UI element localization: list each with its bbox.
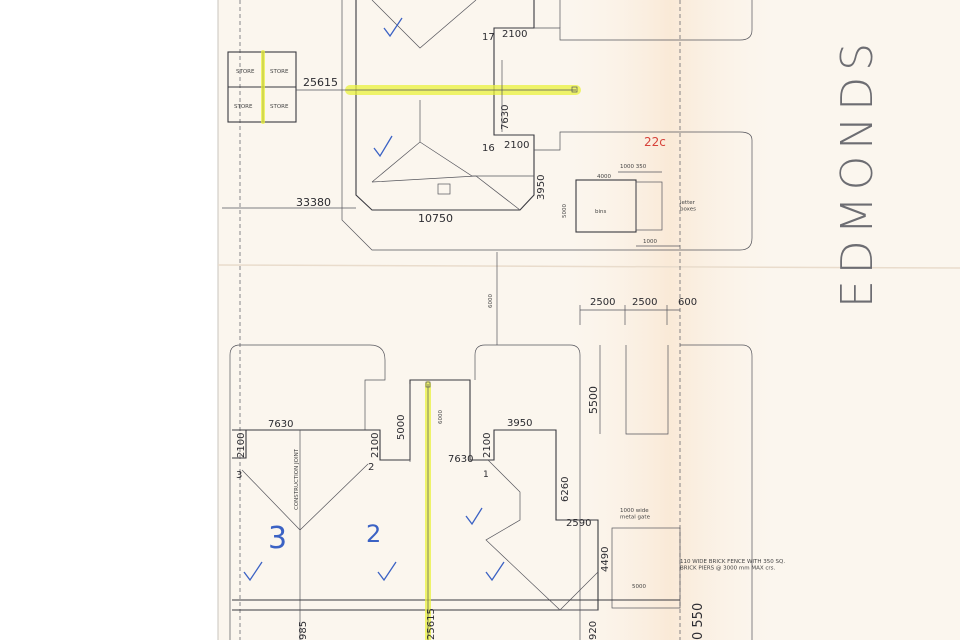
check-mark bbox=[465, 507, 483, 526]
construction-joint-label: CONSTRUCTION JOINT bbox=[294, 448, 300, 510]
blue-pen-annotations: 3 2 bbox=[243, 17, 505, 582]
dim-1000-350: 1000 350 bbox=[620, 164, 647, 170]
dim-2500-b: 2500 bbox=[632, 297, 657, 308]
dim-5000-right: 5000 bbox=[632, 584, 646, 590]
dim-0-550: 0 550 bbox=[691, 603, 706, 640]
paper-stain bbox=[560, 0, 780, 640]
dim-7630-left: 7630 bbox=[268, 419, 293, 430]
dim-7630-upper: 7630 bbox=[500, 105, 511, 130]
dim-2590: 2590 bbox=[566, 518, 591, 529]
dim-25615-upper: 25615 bbox=[303, 76, 338, 89]
unit-number-16: 16 bbox=[482, 143, 495, 154]
dim-5500: 5500 bbox=[587, 386, 600, 414]
dim-6000-lower: 6000 bbox=[438, 410, 444, 424]
unit-number-1: 1 bbox=[483, 470, 489, 480]
dim-3950-lower: 3950 bbox=[507, 418, 532, 429]
store-label: STORE bbox=[234, 104, 253, 110]
bins-label: bins bbox=[595, 209, 607, 215]
handwritten-two: 2 bbox=[366, 520, 381, 548]
dim-2100-mid: 2100 bbox=[370, 433, 381, 458]
handwritten-three: 3 bbox=[268, 521, 287, 556]
paper-fold bbox=[217, 264, 960, 269]
check-mark bbox=[485, 561, 505, 582]
dim-4000-bins: 4000 bbox=[597, 174, 611, 180]
garden-area bbox=[611, 527, 681, 609]
store-label: STORE bbox=[236, 69, 255, 75]
dim-7630-mid: 7630 bbox=[448, 454, 473, 465]
dim-985: 985 bbox=[298, 621, 309, 640]
red-handwritten-note: 22c bbox=[644, 135, 666, 149]
dim-4490: 4490 bbox=[600, 547, 611, 572]
store-label: STORE bbox=[270, 104, 289, 110]
check-mark bbox=[373, 135, 393, 158]
dim-2500-a: 2500 bbox=[590, 297, 615, 308]
check-mark bbox=[377, 561, 397, 582]
dim-2100-right: 2100 bbox=[482, 433, 493, 458]
unit-number-2: 2 bbox=[368, 462, 374, 473]
dim-600: 600 bbox=[678, 297, 697, 308]
dim-2100-upper-a: 2100 bbox=[502, 29, 527, 40]
dim-5000-bins: 5000 bbox=[562, 204, 568, 218]
check-mark bbox=[383, 17, 403, 38]
roof-vent bbox=[437, 183, 451, 195]
check-mark bbox=[243, 561, 263, 582]
dim-6260: 6260 bbox=[560, 477, 571, 502]
unit-number-3: 3 bbox=[236, 470, 242, 481]
dim-33380: 33380 bbox=[296, 196, 331, 209]
brick-fence-note: 110 WIDE BRICK FENCE WITH 350 SQ.BRICK P… bbox=[680, 559, 785, 572]
street-name: EDMONDS bbox=[832, 37, 883, 308]
dim-2100-upper-b: 2100 bbox=[504, 140, 529, 151]
dim-10750: 10750 bbox=[418, 212, 453, 225]
store-label: STORE bbox=[270, 69, 289, 75]
dim-25615-lower: 25615 bbox=[426, 608, 437, 640]
dim-5000-lower: 5000 bbox=[396, 415, 407, 440]
dim-3950-upper: 3950 bbox=[536, 175, 547, 200]
dim-6000-gap: 6000 bbox=[488, 294, 494, 308]
dim-920: 920 bbox=[588, 621, 599, 640]
upper-building bbox=[341, 0, 753, 251]
dim-2100-left: 2100 bbox=[236, 433, 247, 458]
unit-number-17: 17 bbox=[482, 32, 495, 43]
dim-1000-bins: 1000 bbox=[643, 239, 657, 245]
lower-building bbox=[229, 344, 681, 640]
